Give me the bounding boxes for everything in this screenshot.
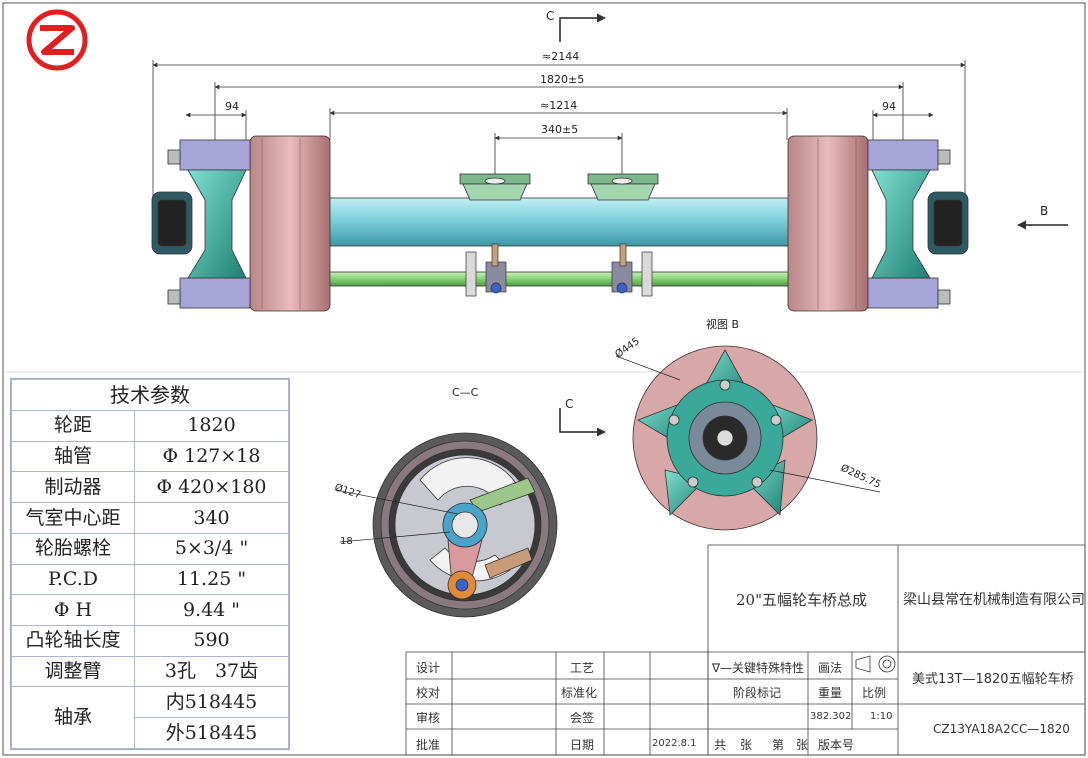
row-design: 设计 (416, 661, 441, 675)
dim-thickness-18: 18 (340, 536, 353, 547)
slack-adjuster-left (465, 243, 507, 297)
param-value: Φ 127×18 (134, 440, 289, 473)
section-c-label-bottom: C (565, 397, 573, 411)
param-label: 轴管 (11, 440, 135, 473)
number-label: 第 (772, 738, 785, 752)
weight-value: 382.302 (810, 711, 852, 722)
dim-right-94: 94 (882, 100, 896, 113)
param-label: 轮胎螺栓 (11, 532, 135, 565)
version-label: 版本号 (818, 738, 855, 752)
param-value: 11.25 " (134, 563, 289, 596)
section-c-label-top: C (546, 9, 554, 23)
dim-overall-length: ≈2144 (542, 50, 579, 63)
sheet2-label: 张 (796, 738, 809, 752)
axle-front-view (151, 135, 969, 312)
row-check: 校对 (416, 686, 441, 700)
scale-label: 比例 (862, 686, 887, 700)
view-b-title: 视图 B (706, 317, 739, 331)
brake-drum-right (787, 135, 869, 312)
param-value: 3孔 37齿 (134, 655, 289, 688)
param-value: Φ 420×180 (134, 471, 289, 504)
drawing-number: CZ13YA18A2CC—1820 (933, 722, 1070, 736)
dim-diameter-127: Ø127 (333, 481, 362, 501)
spring-seat-left (459, 173, 531, 201)
product-name: 美式13T—1820五幅轮车桥 (912, 672, 1074, 687)
tech-params-title: 技术参数 (11, 379, 289, 411)
param-value: 9.44 " (134, 594, 289, 627)
section-cc-title: C—C (452, 386, 479, 399)
hub-view-b (615, 345, 881, 531)
date-value: 2022.8.1 (652, 738, 697, 749)
brake-section-cc-view (335, 432, 558, 618)
row-review: 审核 (416, 711, 441, 725)
param-value: 5×3/4 " (134, 532, 289, 565)
spring-seat-right (587, 173, 659, 201)
param-label: 凸轮轴长度 (11, 625, 135, 657)
param-label: 调整臂 (11, 655, 135, 688)
wheel-hub-left (151, 139, 251, 309)
label-process: 工艺 (570, 661, 595, 675)
param-value: 340 (134, 502, 289, 534)
assembly-name: 20"五幅轮车桥总成 (736, 591, 867, 609)
company-name: 梁山县常在机械制造有限公司 (903, 592, 1085, 608)
label-date: 日期 (570, 738, 595, 752)
param-value: 590 (134, 625, 289, 657)
dim-track-width: 1820±5 (540, 73, 584, 86)
dim-diameter-445: Ø445 (613, 335, 642, 360)
label-standard: 标准化 (561, 686, 598, 700)
dim-left-94: 94 (225, 100, 239, 113)
bearing-label: 轴承 (11, 686, 135, 749)
param-label: 气室中心距 (11, 502, 135, 534)
bearing-inner: 内518445 (134, 686, 289, 719)
param-label: 制动器 (11, 471, 135, 504)
camshaft-rod (327, 271, 791, 287)
company-logo-icon (26, 9, 88, 71)
scale-value: 1:10 (870, 711, 893, 722)
sheet-label: 张 (740, 738, 753, 752)
dim-tube-length: ≈1214 (540, 99, 577, 112)
bearing-outer: 外518445 (134, 717, 289, 749)
axle-tube (319, 197, 799, 247)
dimension-lines (152, 60, 966, 200)
label-countersign: 会签 (570, 711, 595, 725)
projection-symbol-icon (855, 655, 896, 673)
key-feature-label: ∇—关键特殊特性 (712, 661, 805, 675)
slack-adjuster-right (611, 243, 653, 297)
view-b-label: B (1040, 204, 1048, 218)
section-c-arrow-bottom: C (559, 397, 606, 437)
dim-chamber-distance: 340±5 (541, 123, 578, 136)
weight-label: 重量 (818, 686, 843, 700)
row-approve: 批准 (416, 738, 441, 752)
param-label: 轮距 (11, 410, 135, 442)
view-b-arrow: B (1017, 204, 1068, 230)
param-value: 1820 (134, 410, 289, 442)
dim-diameter-285: Ø285.75 (839, 462, 883, 491)
title-block-grid (405, 544, 1086, 756)
param-label: P.C.D (11, 563, 135, 596)
section-c-arrow-top: C (546, 9, 606, 42)
projection-label: 画法 (818, 661, 843, 675)
param-label: Φ H (11, 594, 135, 627)
brake-drum-left (249, 135, 331, 312)
stage-mark-label: 阶段标记 (733, 686, 782, 700)
total-label: 共 (714, 738, 727, 752)
wheel-hub-right (867, 139, 969, 309)
